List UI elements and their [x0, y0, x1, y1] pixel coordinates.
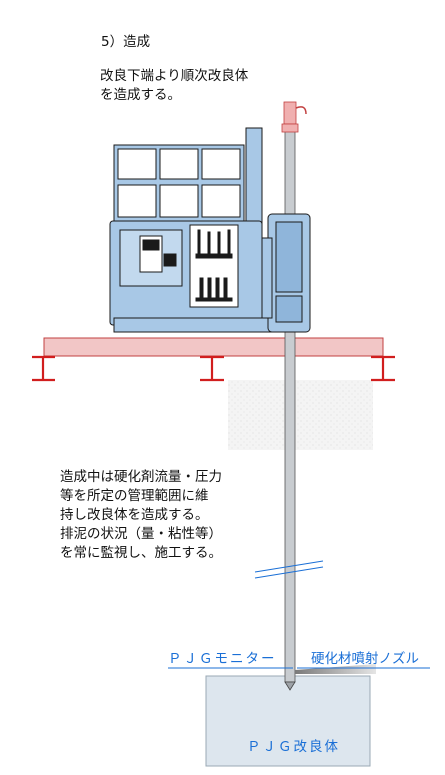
nozzle-label: 硬化材噴射ノズル	[311, 651, 419, 667]
ground-soil-area	[228, 380, 373, 450]
swivel-head	[281, 101, 307, 133]
jet-grouting-machine	[109, 127, 311, 333]
work-platform	[32, 337, 395, 382]
step-title: 5）造成	[101, 34, 151, 50]
mid-description-line: 持し改良体を造成する。	[60, 507, 209, 523]
top-description-line: 改良下端より順次改良体	[100, 68, 249, 84]
mid-description-line: 造成中は硬化剤流量・圧力	[60, 469, 222, 485]
improved-body-label: ＰＪＧ改良体	[247, 739, 340, 755]
top-description: 改良下端より順次改良体 を造成する。	[100, 67, 248, 105]
pjg-improved-body	[205, 675, 371, 767]
nozzle-jet	[168, 664, 430, 674]
mid-description-line: 排泥の状況（量・粘性等）	[60, 526, 222, 542]
mid-description: 造成中は硬化剤流量・圧力 等を所定の管理範囲に維 持し改良体を造成する。 排泥の…	[60, 468, 222, 563]
pjg-monitor-label: ＰＪＧモニター	[168, 651, 277, 667]
top-description-line: を造成する。	[100, 87, 181, 103]
mid-description-line: を常に監視し、施工する。	[60, 545, 222, 561]
mid-description-line: 等を所定の管理範囲に維	[60, 488, 209, 504]
